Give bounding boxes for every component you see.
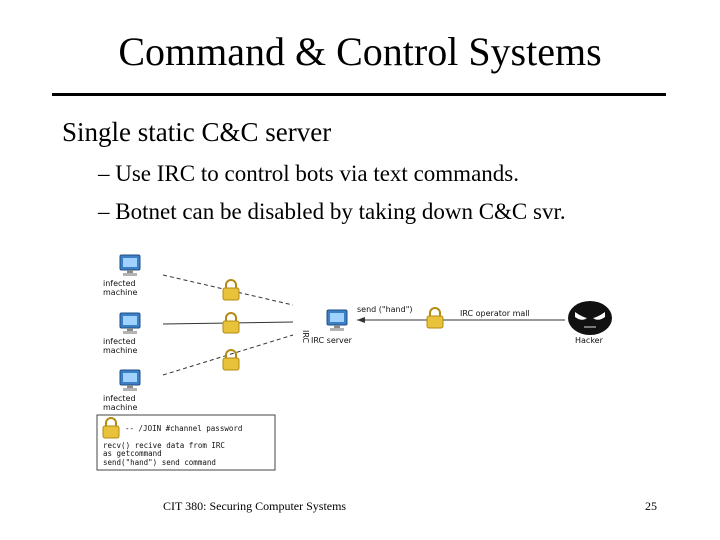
svg-text:infected: infected [103,279,136,288]
svg-text:send ("hand"): send ("hand") [357,305,413,314]
svg-text:infected: infected [103,337,136,346]
svg-text:IRC: IRC [301,330,310,344]
svg-text:as getcommand: as getcommand [103,449,162,458]
infected-machine-3: infected machine [103,369,141,412]
main-bullet: Single static C&C server [62,117,332,147]
svg-text:send("hand") send command: send("hand") send command [103,458,216,467]
footer-course: CIT 380: Securing Computer Systems [163,499,347,513]
lock-icon [426,307,444,329]
slide-number: 25 [645,499,657,513]
svg-text:-- /JOIN #channel password: -- /JOIN #channel password [125,424,242,433]
svg-text:IRC operator mall: IRC operator mall [460,309,530,318]
title-divider [52,93,666,96]
svg-text:IRC server: IRC server [311,336,353,345]
svg-text:recv() recive data from I: recv() recive data from IRC [103,441,225,450]
sub-bullet-2: – Botnet can be disabled by taking down … [98,199,566,224]
svg-text:infected: infected [103,394,136,403]
irc-server: IRC IRC server [301,309,353,345]
infected-machine-2: infected machine [103,312,141,355]
lock-icon [222,349,240,371]
lock-icon [222,312,240,334]
svg-text:machine: machine [103,346,137,355]
svg-text:Hacker: Hacker [575,336,604,345]
svg-text:machine: machine [103,403,137,412]
command-code-box: -- /JOIN #channel password recv() recive… [96,414,276,471]
svg-text:machine: machine [103,288,137,297]
infected-machine-1: infected machine [103,254,141,297]
slide-title: Command & Control Systems [118,29,602,74]
hacker-icon: Hacker [568,301,612,345]
botnet-diagram: infected machine infected machine infect… [96,254,612,471]
sub-bullet-1: – Use IRC to control bots via text comma… [98,161,519,186]
lock-icon [222,279,240,301]
